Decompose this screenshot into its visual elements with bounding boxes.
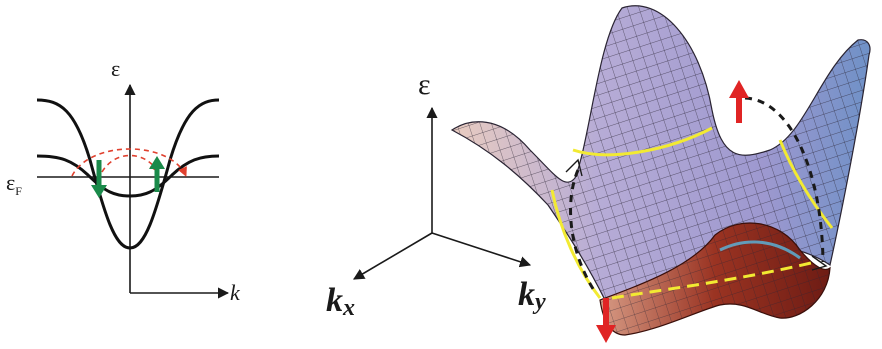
kx-label: kx (326, 282, 355, 321)
red-down-arrow (596, 298, 616, 343)
outer-band-curve (36, 98, 220, 250)
left-energy-label: ε (111, 56, 120, 81)
left-band-diagram: ε εF k (6, 56, 241, 305)
fermi-contour-top (572, 126, 713, 157)
spin-up-arrow (149, 156, 165, 192)
right-energy-label: ε (418, 68, 431, 101)
kx-axis (353, 232, 433, 280)
scatter-path-right (744, 96, 825, 263)
momentum-label: k (230, 280, 241, 305)
right-axes: ε kx ky (326, 68, 546, 321)
kink-marker-right (811, 255, 828, 271)
fermi-level-label: εF (6, 170, 22, 198)
ky-label: ky (518, 276, 546, 315)
red-up-arrow (729, 80, 749, 123)
inner-band-curve (36, 154, 220, 198)
pair-arc-outer (71, 148, 187, 177)
fermi-contour-right (778, 139, 834, 229)
fermi-contour-lower-dashed (611, 260, 816, 300)
ky-axis (431, 232, 532, 268)
kink-marker-left (565, 158, 583, 177)
scatter-path-left (569, 169, 597, 293)
lower-band-surface (599, 222, 831, 336)
spin-down-arrow (91, 160, 107, 198)
